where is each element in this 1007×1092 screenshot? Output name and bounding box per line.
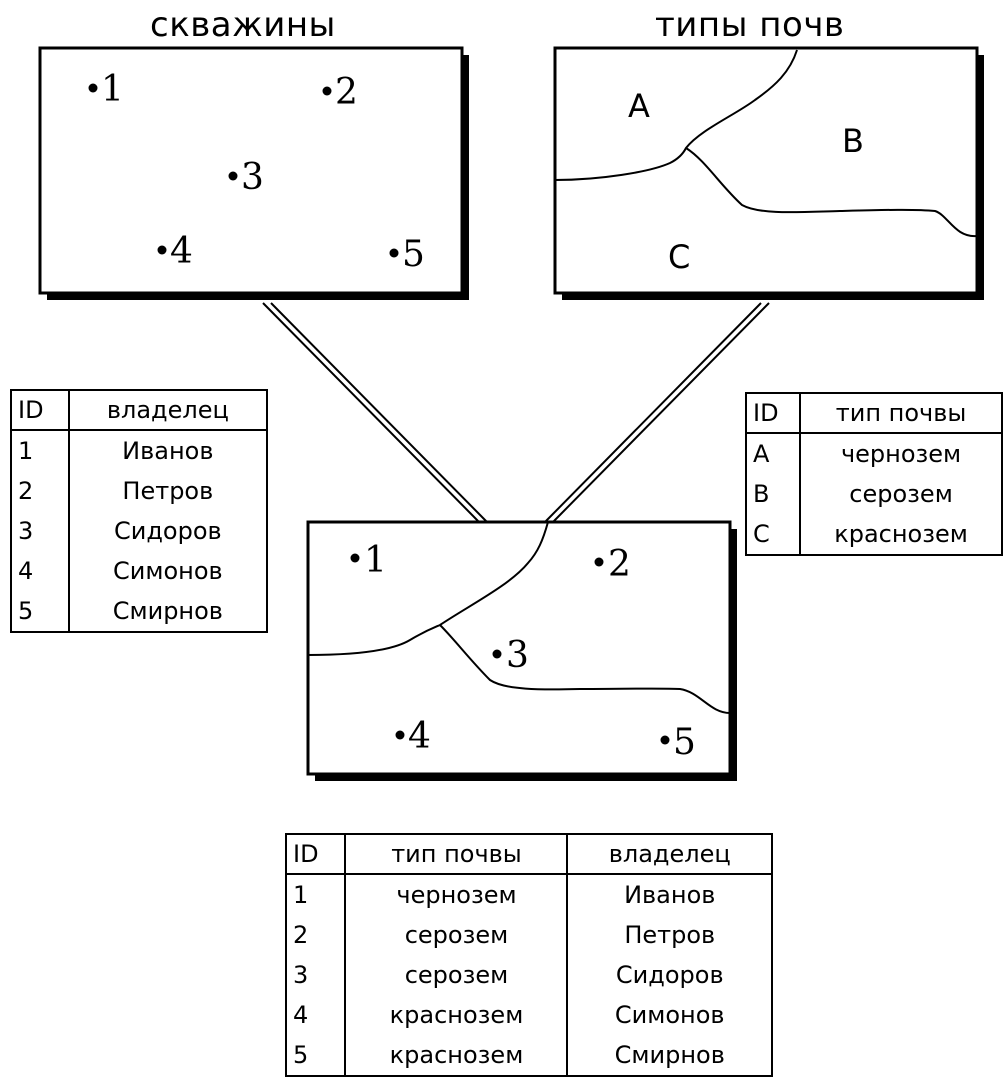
cell-soil-type: чернозем	[345, 874, 569, 915]
table-header-row: ID тип почвы владелец	[286, 834, 772, 875]
cell-id: 3	[286, 955, 347, 995]
cell-id: 3	[11, 511, 70, 551]
well-label-3: 3	[241, 157, 264, 198]
soil-types-table: ID тип почвы A чернозем B серозем C крас…	[745, 392, 1003, 556]
result-well-point-4	[395, 730, 405, 740]
well-point-2	[322, 86, 332, 96]
soil-map-title: типы почв	[655, 5, 845, 45]
table-row: 5 Смирнов	[11, 591, 267, 632]
column-header-id: ID	[746, 393, 802, 434]
connector-wells-to-result	[262, 302, 488, 523]
well-label-5: 5	[402, 234, 425, 275]
result-well-point-1	[350, 553, 360, 563]
table-row: B серозем	[746, 474, 1002, 514]
result-well-point-3	[492, 649, 502, 659]
well-label-2: 2	[335, 72, 358, 113]
result-table: ID тип почвы владелец 1 чернозем Иванов …	[285, 833, 773, 1077]
cell-id: B	[746, 474, 802, 514]
table-row: C краснозем	[746, 514, 1002, 555]
cell-id: C	[746, 514, 802, 555]
column-header-owner: владелец	[68, 390, 267, 431]
cell-id: 1	[11, 430, 70, 471]
cell-owner: Сидоров	[615, 961, 724, 989]
cell-id: 2	[286, 915, 347, 955]
owners-table: ID владелец 1 Иванов 2 Петров 3 Сидоров …	[10, 389, 268, 633]
soil-zone-a-label: A	[628, 87, 650, 125]
table-row: 1 Иванов	[11, 430, 267, 471]
cell-soil-type: краснозем	[345, 1035, 569, 1076]
column-header-soil-type: тип почвы	[800, 393, 1002, 434]
table-row: 5 краснозем Смирнов	[286, 1035, 772, 1076]
cell-owner: Симонов	[113, 557, 223, 585]
soil-map: A B C	[553, 46, 979, 295]
cell-id: 5	[11, 591, 70, 632]
result-well-point-2	[594, 557, 604, 567]
table-row: 4 краснозем Симонов	[286, 995, 772, 1035]
table-row: 1 чернозем Иванов	[286, 874, 772, 915]
cell-soil-type: краснозем	[345, 995, 569, 1035]
table-header-row: ID тип почвы	[746, 393, 1002, 434]
column-header-owner: владелец	[567, 834, 772, 875]
table-row: 3 Сидоров	[11, 511, 267, 551]
result-well-label-1: 1	[364, 540, 387, 581]
well-point-5	[389, 248, 399, 258]
cell-owner: Симонов	[614, 1001, 725, 1029]
result-well-point-5	[660, 735, 670, 745]
cell-id: 1	[286, 874, 347, 915]
cell-id: 4	[286, 995, 347, 1035]
cell-owner: Смирнов	[112, 597, 223, 625]
cell-soil-type: чернозем	[840, 440, 962, 468]
cell-id: 2	[11, 471, 70, 511]
result-well-label-2: 2	[608, 544, 631, 585]
wells-map: 1 2 3 4 5	[38, 46, 464, 295]
cell-owner: Сидоров	[113, 517, 222, 545]
cell-owner: Смирнов	[614, 1041, 725, 1069]
table-row: 4 Симонов	[11, 551, 267, 591]
well-label-4: 4	[170, 231, 193, 272]
column-header-soil-type: тип почвы	[345, 834, 569, 875]
column-header-id: ID	[11, 390, 70, 431]
soil-zone-b-label: B	[842, 122, 864, 160]
result-well-label-5: 5	[673, 722, 696, 763]
cell-owner: Иванов	[624, 881, 716, 909]
cell-soil-type: серозем	[849, 480, 953, 508]
soil-zone-c-label: C	[668, 238, 690, 276]
well-label-1: 1	[101, 69, 124, 110]
table-header-row: ID владелец	[11, 390, 267, 431]
well-point-1	[88, 83, 98, 93]
cell-soil-type: краснозем	[834, 520, 968, 548]
cell-soil-type: серозем	[345, 915, 569, 955]
table-row: 2 серозем Петров	[286, 915, 772, 955]
well-point-4	[157, 245, 167, 255]
result-well-label-3: 3	[506, 635, 529, 676]
cell-owner: Петров	[624, 921, 716, 949]
wells-map-title: скважины	[150, 5, 336, 45]
cell-id: 4	[11, 551, 70, 591]
cell-owner: Иванов	[122, 437, 214, 465]
cell-owner: Петров	[122, 477, 214, 505]
connector-soils-to-result	[544, 302, 770, 523]
soil-boundary-b	[685, 147, 978, 238]
table-row: A чернозем	[746, 433, 1002, 474]
result-map: 1 2 3 4 5	[306, 520, 732, 776]
table-row: 3 серозем Сидоров	[286, 955, 772, 995]
cell-id: 5	[286, 1035, 347, 1076]
well-point-3	[228, 171, 238, 181]
cell-soil-type: серозем	[345, 955, 569, 995]
result-well-label-4: 4	[408, 716, 431, 757]
cell-id: A	[746, 433, 802, 474]
column-header-id: ID	[286, 834, 347, 875]
result-boundary-b	[439, 624, 731, 714]
table-row: 2 Петров	[11, 471, 267, 511]
